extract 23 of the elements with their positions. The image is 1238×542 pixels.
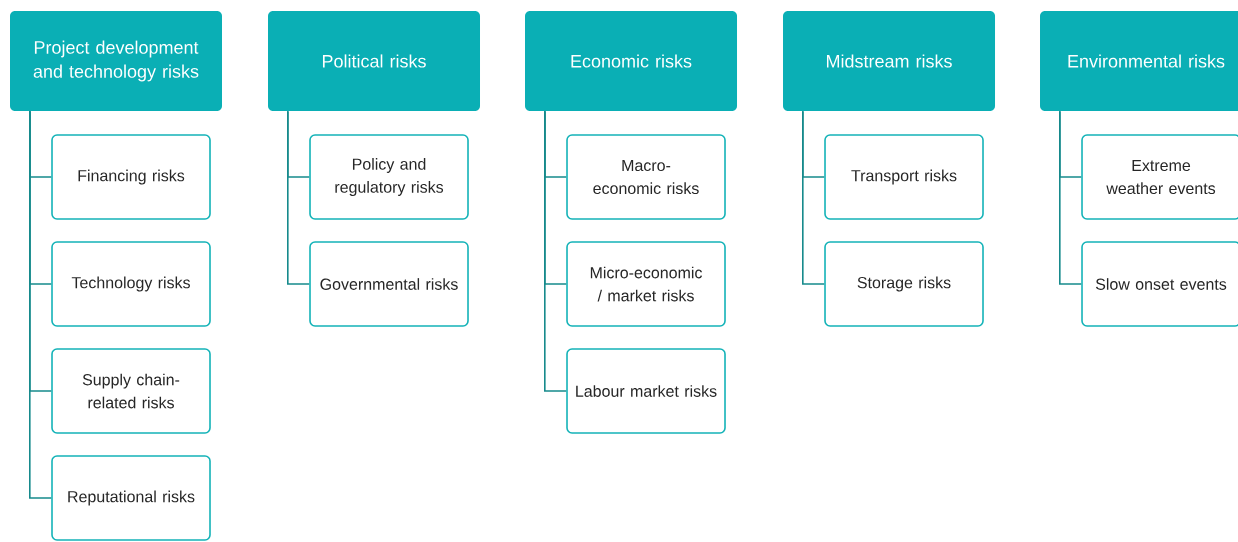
connector-line (29, 110, 52, 499)
category-header: Economic risks (525, 11, 737, 111)
risk-box: Storage risks (824, 241, 984, 327)
risk-box: Extreme weather events (1081, 134, 1238, 220)
risk-box: Governmental risks (309, 241, 469, 327)
connector-line (802, 110, 825, 285)
risk-box: Supply chain-related risks (51, 348, 211, 434)
risk-box: Micro-economic / market risks (566, 241, 726, 327)
risk-box: Labour market risks (566, 348, 726, 434)
risk-box: Technology risks (51, 241, 211, 327)
risk-box: Slow onset events (1081, 241, 1238, 327)
connector-line (544, 110, 567, 392)
category-header: Midstream risks (783, 11, 995, 111)
category-header: Political risks (268, 11, 480, 111)
risk-box: Macro-economic risks (566, 134, 726, 220)
category-header: Project development and technology risks (10, 11, 222, 111)
connector-line (287, 110, 310, 285)
risk-box: Financing risks (51, 134, 211, 220)
category-header: Environmental risks (1040, 11, 1238, 111)
risk-box: Reputational risks (51, 455, 211, 541)
risk-box: Transport risks (824, 134, 984, 220)
risk-box: Policy and regulatory risks (309, 134, 469, 220)
connector-line (1059, 110, 1082, 285)
